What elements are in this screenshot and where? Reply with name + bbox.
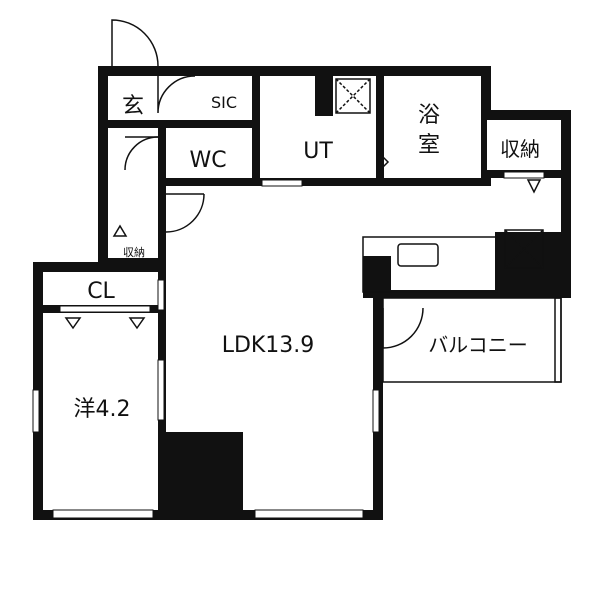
doors xyxy=(64,19,542,349)
wall-small-storage-bottom xyxy=(108,258,163,264)
window-partition-lower xyxy=(157,359,165,421)
arrow-bath xyxy=(377,150,390,174)
wall-genkan-bottom xyxy=(108,120,158,128)
wall-entry-right xyxy=(158,186,166,266)
pillar-ut xyxy=(315,76,333,116)
wall-top-entry xyxy=(98,66,193,76)
label-balcony: バルコニー xyxy=(428,333,528,357)
window-ldk-bottom xyxy=(254,509,364,519)
wall-kitchen-bottom xyxy=(363,290,571,298)
window-cl-bottom xyxy=(59,305,151,313)
wall-top-storage xyxy=(481,110,561,120)
wall-top-right xyxy=(193,66,491,76)
window-bedroom-bottom xyxy=(52,509,154,519)
wall-right-storage xyxy=(561,110,571,295)
wall-sic-bottom xyxy=(163,120,252,128)
wall-left-entry xyxy=(98,66,108,266)
wall-service-bottom xyxy=(158,178,491,186)
windows xyxy=(32,171,545,519)
arrow-small-storage xyxy=(112,224,128,237)
door-ldk xyxy=(165,193,205,233)
door-genkan xyxy=(157,75,196,114)
label-storage-small: 収納 xyxy=(123,246,145,259)
wall-wc-left xyxy=(158,120,166,186)
label-cl: CL xyxy=(87,279,115,304)
arrow-storage xyxy=(526,179,542,194)
wall-top-bedroom xyxy=(33,262,163,272)
label-western-room: 洋4.2 xyxy=(74,397,131,422)
wall-sic-ut xyxy=(252,76,260,186)
arrow-cl-left xyxy=(64,317,82,330)
vent-ut-x1 xyxy=(335,78,371,114)
label-bath-line2: 室 xyxy=(418,133,440,158)
label-wc: WC xyxy=(189,148,226,173)
window-ldk-right xyxy=(372,389,380,433)
wall-ut-bath xyxy=(376,76,384,186)
balcony-rail xyxy=(554,297,562,383)
door-wc xyxy=(124,136,159,171)
vent-ut-x2 xyxy=(335,78,371,114)
vent-kitchen-x2 xyxy=(504,229,544,269)
label-sic: SIC xyxy=(211,93,237,112)
kitchen-counter xyxy=(362,236,498,293)
kitchen-sink xyxy=(397,243,439,267)
window-storage-bottom xyxy=(503,171,545,179)
door-entrance xyxy=(111,19,159,67)
label-genkan: 玄 xyxy=(122,94,144,119)
arrow-cl-right xyxy=(128,317,146,330)
pillar-ldk xyxy=(163,432,243,514)
label-ut: UT xyxy=(303,139,333,164)
vent-ut xyxy=(335,78,371,114)
wall-storage-left xyxy=(481,118,487,178)
door-balcony xyxy=(382,307,424,349)
window-bedroom-left xyxy=(32,389,40,433)
vent-kitchen xyxy=(504,229,544,269)
room-labels: 玄 SIC WC UT 浴 室 収納 収納 CL LDK13.9 洋4.2 バル… xyxy=(74,93,541,422)
door-ut xyxy=(261,179,303,187)
pillar-kitchen xyxy=(363,256,391,298)
label-ldk: LDK13.9 xyxy=(222,333,315,358)
wall-bottom xyxy=(33,510,383,520)
window-partition-upper xyxy=(157,279,165,311)
label-storage-main: 収納 xyxy=(500,137,540,161)
wall-right-bath xyxy=(481,66,491,118)
label-bath-line1: 浴 xyxy=(418,103,440,128)
pillar-storage xyxy=(495,232,565,296)
